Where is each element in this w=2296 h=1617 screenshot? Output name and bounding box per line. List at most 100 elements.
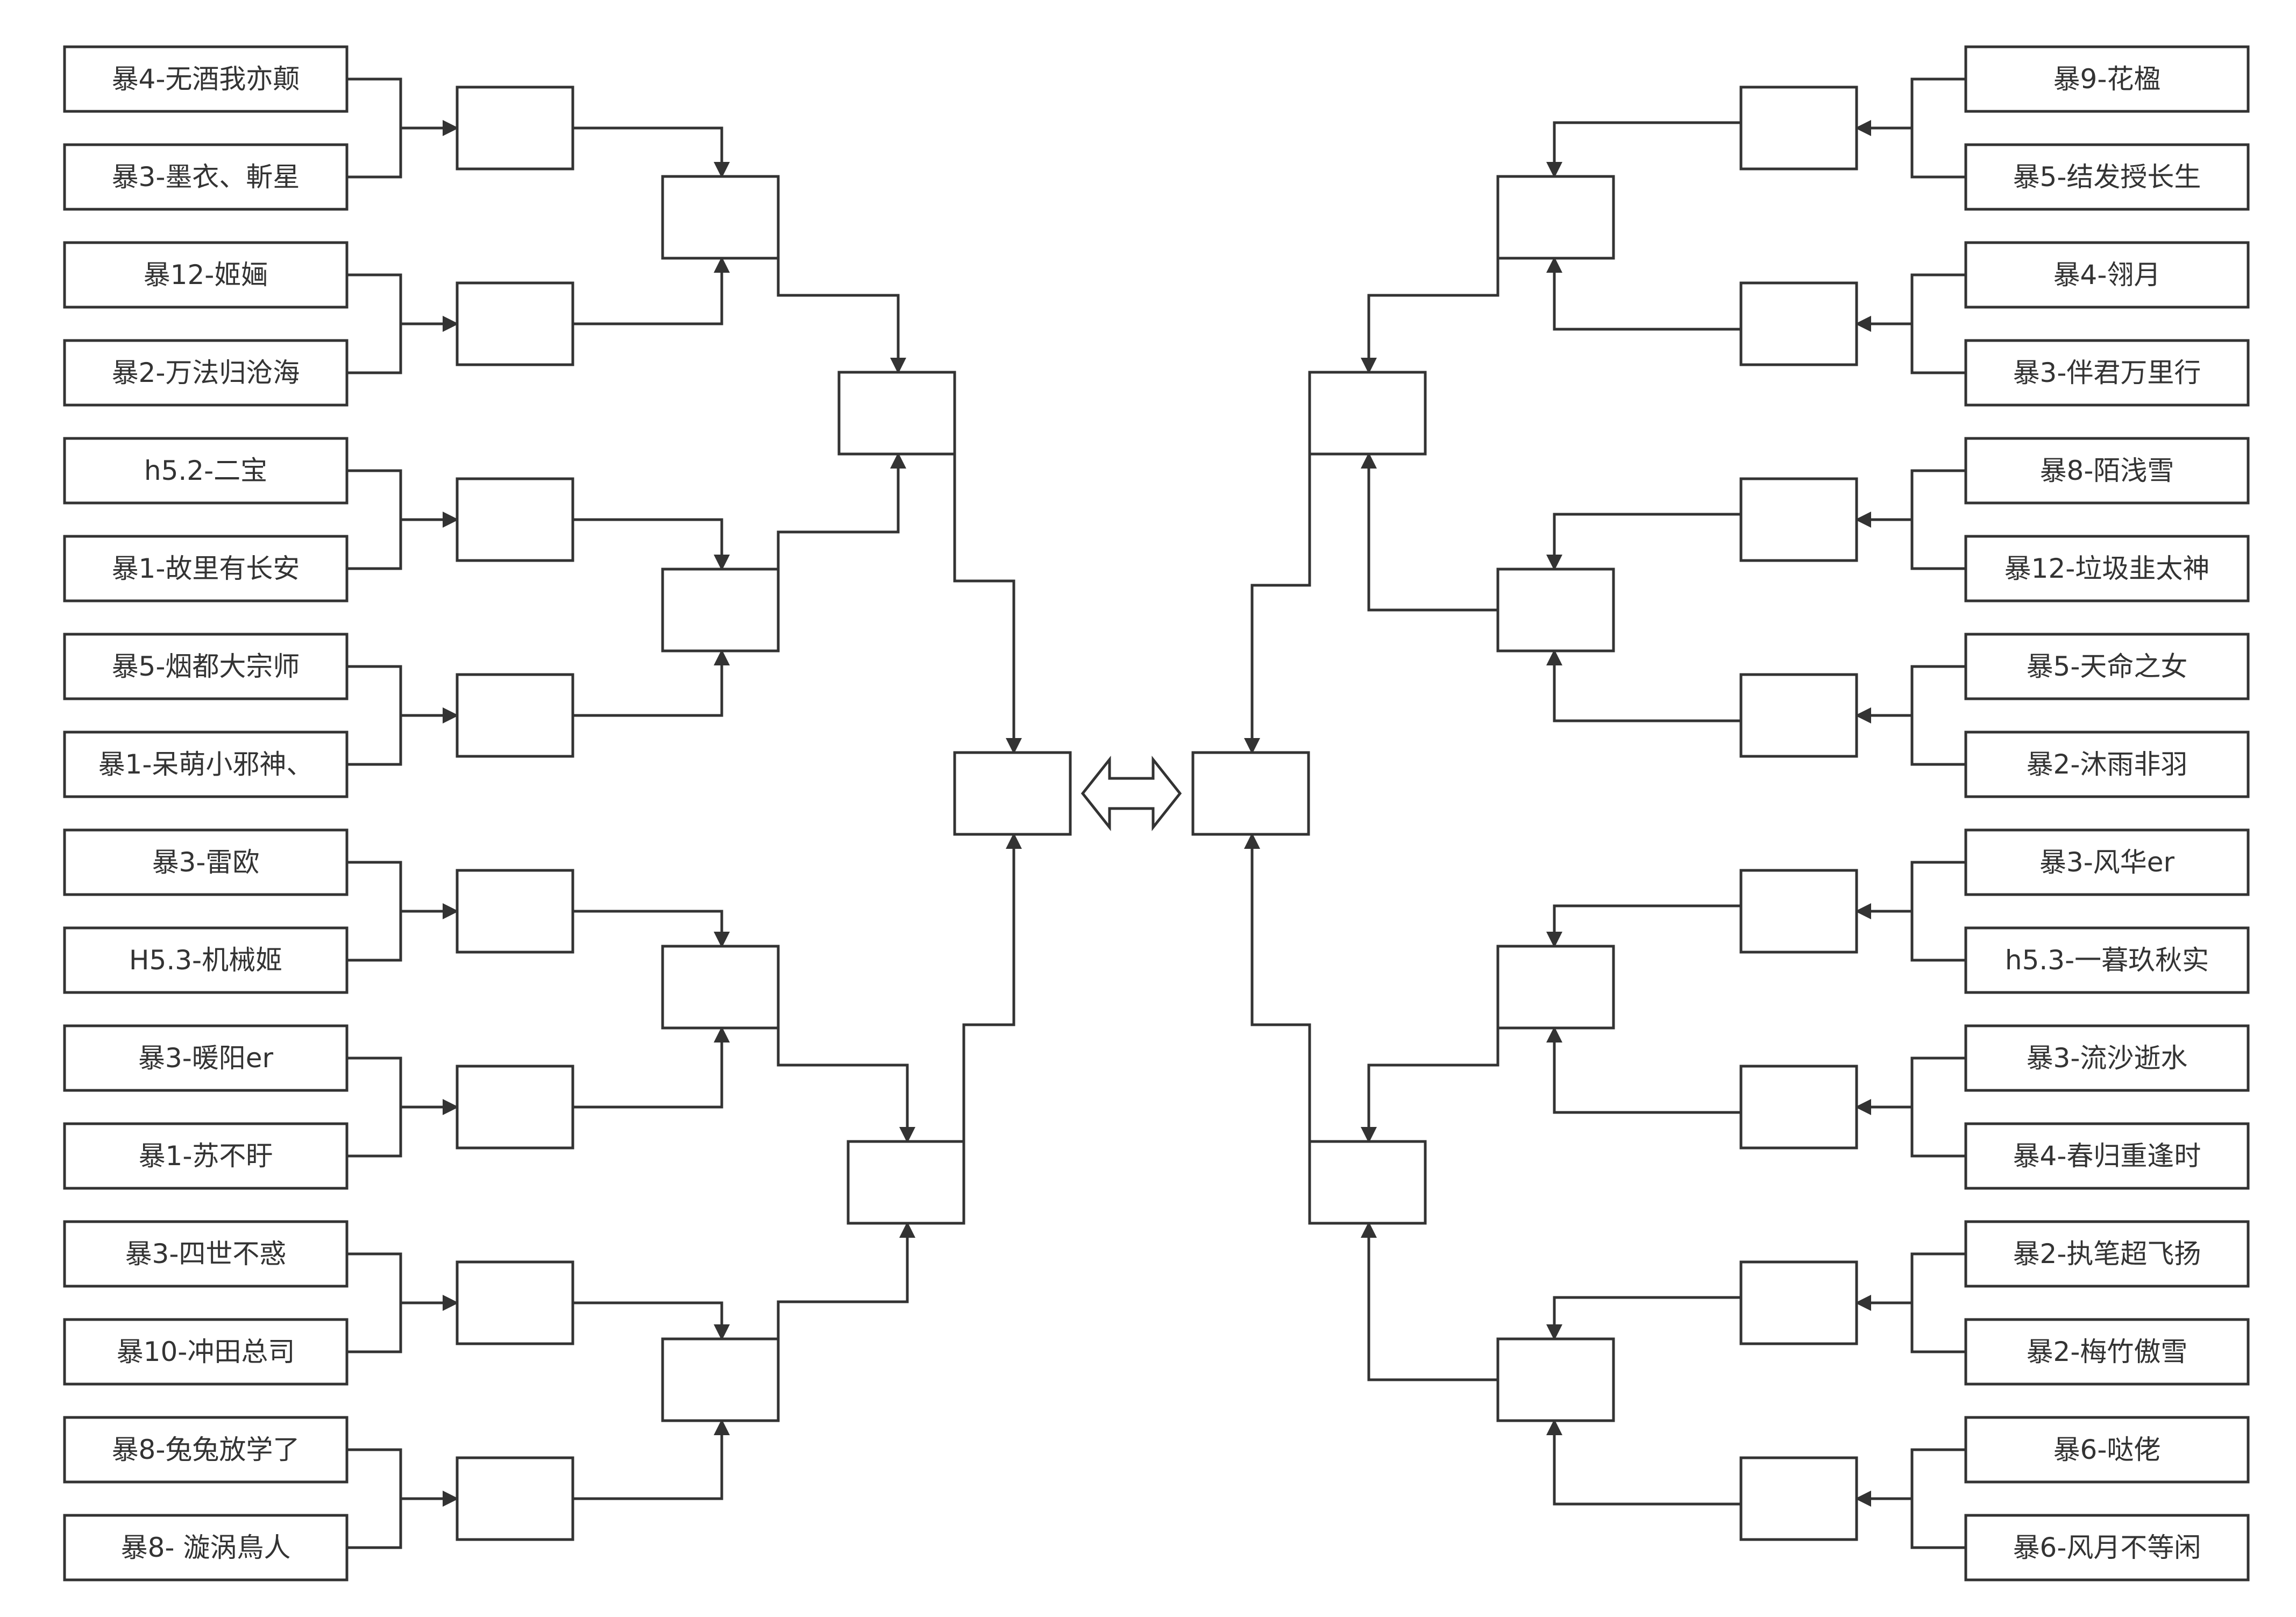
right-player-name: 暴8-陌浅雪	[2040, 455, 2174, 486]
right-final-slot	[1191, 751, 1310, 836]
right-player-box: 暴3-流沙逝水	[1964, 1024, 2250, 1092]
left-player-box: 暴3-雷欧	[63, 828, 349, 896]
left-player-box: h5.2-二宝	[63, 437, 349, 505]
right-player-name: 暴5-结发授长生	[2013, 161, 2201, 193]
right-player-box: 暴9-花楹	[1964, 45, 2250, 113]
left-player-name: H5.3-机械姬	[129, 945, 282, 976]
left-player-name: 暴1-呆萌小邪神、	[98, 749, 314, 780]
right-round1-slot	[1739, 477, 1858, 562]
right-round1-slot	[1739, 673, 1858, 758]
left-round1-slot	[456, 1065, 574, 1150]
right-player-name: 暴9-花楹	[2053, 63, 2161, 95]
right-player-box: 暴2-沐雨非羽	[1964, 731, 2250, 798]
right-round2-slot	[1496, 175, 1615, 260]
left-player-name: 暴8-兔兔放学了	[112, 1434, 300, 1465]
right-player-list: 暴9-花楹暴5-结发授长生暴4-翎月暴3-伴君万里行暴8-陌浅雪暴12-垃圾韭太…	[1964, 45, 2250, 1581]
left-player-name: 暴12-姬婳	[144, 259, 268, 290]
right-player-name: 暴12-垃圾韭太神	[2004, 553, 2210, 584]
left-player-box: 暴10-冲田总司	[63, 1318, 349, 1386]
right-player-name: 暴5-天命之女	[2027, 651, 2188, 682]
right-round1-slot	[1739, 869, 1858, 954]
left-player-box: 暴3-暖阳er	[63, 1024, 349, 1092]
bracket-slots	[456, 86, 1858, 1541]
left-player-box: 暴1-呆萌小邪神、	[63, 731, 349, 798]
right-player-box: 暴6-哒佬	[1964, 1416, 2250, 1484]
left-semifinal-slot	[847, 1140, 965, 1225]
left-player-box: 暴4-无酒我亦颠	[63, 45, 349, 113]
right-semifinal-slot	[1308, 1140, 1427, 1225]
left-player-box: 暴1-苏不盱	[63, 1122, 349, 1190]
left-semifinal-slot	[837, 371, 956, 456]
right-round1-slot	[1739, 86, 1858, 171]
double-arrow-icon	[1081, 755, 1182, 832]
left-round2-slot	[661, 1337, 780, 1422]
right-player-name: 暴2-沐雨非羽	[2027, 749, 2188, 780]
right-player-name: 暴2-执笔超飞扬	[2013, 1238, 2201, 1270]
right-round2-slot	[1496, 945, 1615, 1030]
right-player-name: 暴4-翎月	[2053, 259, 2161, 290]
left-player-name: h5.2-二宝	[144, 455, 267, 486]
right-player-box: 暴3-伴君万里行	[1964, 339, 2250, 407]
left-player-box: 暴8-兔兔放学了	[63, 1416, 349, 1484]
left-player-box: H5.3-机械姬	[63, 926, 349, 994]
right-player-box: 暴4-春归重逢时	[1964, 1122, 2250, 1190]
right-round1-slot	[1739, 1260, 1858, 1345]
right-player-name: 暴3-流沙逝水	[2027, 1042, 2188, 1074]
left-round1-slot	[456, 477, 574, 562]
left-player-name: 暴8- 漩涡鳥人	[121, 1532, 291, 1563]
right-player-box: 暴4-翎月	[1964, 241, 2250, 309]
left-final-slot	[953, 751, 1072, 836]
left-round2-slot	[661, 568, 780, 653]
left-player-name: 暴5-烟都大宗师	[112, 651, 300, 682]
left-player-box: 暴3-墨衣、斬星	[63, 143, 349, 211]
left-player-name: 暴3-墨衣、斬星	[112, 161, 300, 193]
left-player-name: 暴1-故里有长安	[112, 553, 300, 584]
right-player-box: 暴6-风月不等闲	[1964, 1514, 2250, 1581]
left-player-name: 暴3-四世不惑	[125, 1238, 287, 1270]
left-player-name: 暴2-万法归沧海	[112, 357, 300, 388]
right-player-box: 暴2-执笔超飞扬	[1964, 1220, 2250, 1288]
right-round1-slot	[1739, 1456, 1858, 1541]
left-player-box: 暴5-烟都大宗师	[63, 633, 349, 700]
right-player-name: 暴6-哒佬	[2053, 1434, 2161, 1465]
left-round1-slot	[456, 869, 574, 954]
left-player-box: 暴1-故里有长安	[63, 535, 349, 602]
right-player-box: 暴5-结发授长生	[1964, 143, 2250, 211]
right-player-box: 暴3-风华er	[1964, 828, 2250, 896]
right-player-name: 暴3-风华er	[2039, 847, 2175, 878]
right-player-box: h5.3-一暮玖秋实	[1964, 926, 2250, 994]
right-round1-slot	[1739, 1065, 1858, 1150]
left-player-name: 暴3-暖阳er	[138, 1042, 274, 1074]
right-player-name: 暴3-伴君万里行	[2013, 357, 2201, 388]
left-player-name: 暴10-冲田总司	[117, 1336, 295, 1367]
right-round2-slot	[1496, 1337, 1615, 1422]
right-player-box: 暴12-垃圾韭太神	[1964, 535, 2250, 602]
right-round2-slot	[1496, 568, 1615, 653]
left-round1-slot	[456, 281, 574, 366]
left-player-name: 暴1-苏不盱	[139, 1140, 273, 1172]
right-player-box: 暴8-陌浅雪	[1964, 437, 2250, 505]
right-player-name: 暴6-风月不等闲	[2013, 1532, 2201, 1563]
left-player-box: 暴8- 漩涡鳥人	[63, 1514, 349, 1581]
left-player-name: 暴3-雷欧	[152, 847, 260, 878]
left-round1-slot	[456, 86, 574, 171]
left-player-list: 暴4-无酒我亦颠暴3-墨衣、斬星暴12-姬婳暴2-万法归沧海h5.2-二宝暴1-…	[63, 45, 349, 1581]
right-round1-slot	[1739, 281, 1858, 366]
left-player-name: 暴4-无酒我亦颠	[112, 63, 300, 95]
left-round1-slot	[456, 1456, 574, 1541]
left-player-box: 暴3-四世不惑	[63, 1220, 349, 1288]
left-player-box: 暴2-万法归沧海	[63, 339, 349, 407]
right-semifinal-slot	[1308, 371, 1427, 456]
right-player-name: 暴4-春归重逢时	[2013, 1140, 2201, 1172]
left-round2-slot	[661, 945, 780, 1030]
right-player-name: h5.3-一暮玖秋实	[2005, 945, 2209, 976]
left-player-box: 暴12-姬婳	[63, 241, 349, 309]
right-player-box: 暴5-天命之女	[1964, 633, 2250, 700]
left-round1-slot	[456, 1260, 574, 1345]
right-player-box: 暴2-梅竹傲雪	[1964, 1318, 2250, 1386]
bracket-connector-lines	[347, 77, 1966, 1549]
right-player-name: 暴2-梅竹傲雪	[2027, 1336, 2188, 1367]
left-round1-slot	[456, 673, 574, 758]
left-round2-slot	[661, 175, 780, 260]
